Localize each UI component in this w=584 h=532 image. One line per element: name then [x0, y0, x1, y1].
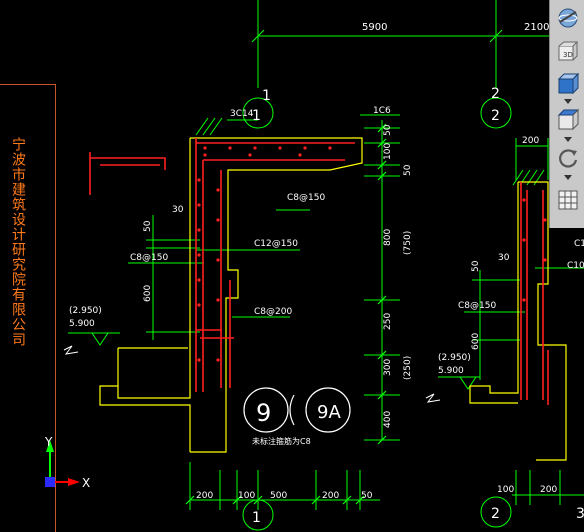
label-c1-right: C1: [574, 239, 584, 249]
dim-v-750: (750): [403, 231, 413, 255]
title-block-stamp: 宁波市建筑设计研究院有限公司: [0, 84, 56, 532]
chevron-down-icon[interactable]: [564, 175, 572, 181]
dim-v-600-right: 600: [471, 333, 481, 350]
axis-label-top-1b: 1: [252, 108, 261, 124]
detail-note: 未标注箍筋为C8: [252, 436, 311, 446]
svg-text:3D: 3D: [563, 51, 573, 59]
elev-5900-left: 5.900: [69, 319, 95, 329]
axis-label-top-2a: 2: [491, 86, 500, 102]
globe-icon[interactable]: [554, 6, 581, 30]
label-30b: 30: [498, 253, 510, 263]
dim-v-600-left: 600: [143, 285, 153, 302]
elev-2950-right: (2.950): [438, 353, 471, 363]
dim-bottom-100: 100: [238, 491, 255, 501]
dim-v-100: 100: [383, 143, 393, 160]
dim-top-5900: 5900: [362, 22, 387, 33]
orbit-icon[interactable]: [554, 146, 581, 170]
dim-right-bottom-200: 200: [540, 485, 557, 495]
view-toolbar: 3D: [549, 0, 584, 228]
grid-view-icon[interactable]: [554, 188, 581, 212]
label-c10-right: C10@: [567, 261, 584, 271]
dim-bottom-500: 500: [270, 491, 287, 501]
axis-label-bottom-1: 1: [252, 510, 261, 526]
dim-v-800: 800: [383, 229, 393, 246]
ucs-x-label: X: [82, 476, 90, 490]
dim-bottom-200b: 200: [322, 491, 339, 501]
elev-2950-left: (2.950): [69, 306, 102, 316]
label-30: 30: [172, 205, 184, 215]
rebar-lines: [89, 138, 549, 405]
ucs-icon: Y X: [44, 435, 90, 490]
label-c8-150-left: C8@150: [130, 253, 168, 263]
axis-label-bottom-3: 3: [576, 506, 584, 522]
axis-label-top-2b: 2: [491, 108, 500, 124]
axis-label-top-1a: 1: [262, 88, 271, 104]
detail-9-mark: 9: [256, 399, 271, 427]
rebar-dots: [197, 146, 547, 362]
dim-v-250: 250: [383, 313, 393, 330]
detail-9a-mark: 9A: [317, 402, 341, 423]
dim-bottom-50: 50: [361, 491, 373, 501]
dimension-texts: 5900 2100 1 1 2 2 1 2 3 3C14 1C6 C8@150 …: [69, 22, 584, 526]
label-c12-150: C12@150: [254, 239, 298, 249]
cube-top-icon[interactable]: [554, 108, 581, 132]
label-c8-200: C8@200: [254, 307, 292, 317]
dim-v-300: 300: [383, 359, 393, 376]
grid-lines: [68, 0, 584, 531]
dim-v-50-left: 50: [143, 220, 153, 232]
label-c8-150-slab: C8@150: [287, 193, 325, 203]
dim-right-top-200: 200: [522, 136, 539, 146]
dim-v-50b: 50: [403, 164, 413, 176]
axis-label-bottom-2: 2: [491, 506, 500, 522]
elev-5900-right: 5.900: [438, 366, 464, 376]
ucs-y-label: Y: [44, 435, 53, 449]
chevron-down-icon[interactable]: [564, 99, 572, 105]
dim-top-2100: 2100: [524, 22, 549, 33]
chevron-down-icon[interactable]: [564, 137, 572, 143]
cube-front-icon[interactable]: [554, 72, 581, 96]
concrete-outline: [99, 137, 567, 461]
dim-right-bottom-100: 100: [497, 485, 514, 495]
dim-v-400: 400: [383, 411, 393, 428]
break-lines: [63, 345, 441, 403]
detail-callouts: [243, 387, 351, 433]
dim-v-50-right: 50: [471, 260, 481, 272]
dim-v-50a: 50: [383, 124, 393, 136]
company-name: 宁波市建筑设计研究院有限公司: [10, 137, 26, 347]
label-3c14: 3C14: [230, 109, 254, 119]
label-c8-150-right: C8@150: [458, 301, 496, 311]
label-1c6: 1C6: [373, 106, 391, 116]
dim-v-250b: (250): [403, 356, 413, 380]
3d-view-icon[interactable]: 3D: [554, 40, 581, 64]
dim-bottom-200a: 200: [196, 491, 213, 501]
